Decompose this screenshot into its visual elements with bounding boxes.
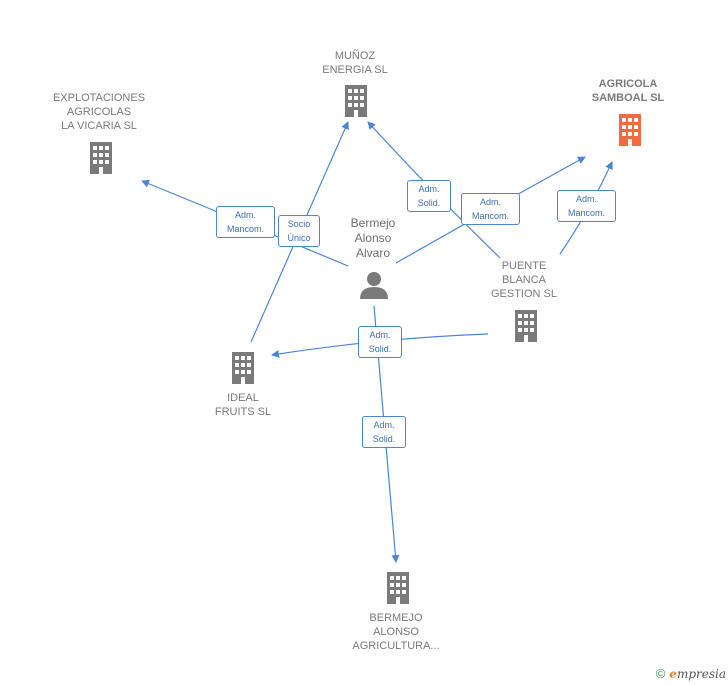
edge-badge-e4[interactable]: Adm. Mancom.	[461, 193, 520, 225]
edge-badge-e1[interactable]: Adm. Mancom.	[216, 206, 275, 238]
node-label-munoz[interactable]: MUÑOZ ENERGIA SL	[322, 50, 388, 76]
edge-badge-e7[interactable]: Adm. Solid.	[362, 416, 406, 448]
bermejo-agri-building-icon	[387, 572, 409, 604]
node-label-puente[interactable]: PUENTE BLANCA GESTION SL	[490, 260, 558, 300]
node-label-person[interactable]: Bermejo Alonso Alvaro	[350, 216, 396, 260]
footer-brand: © empresia	[656, 666, 726, 681]
edge-badge-e5[interactable]: Adm. Mancom.	[557, 190, 616, 222]
node-label-agricola[interactable]: AGRICOLA SAMBOAL SL	[591, 78, 665, 104]
nodes	[90, 85, 641, 604]
empresia-logo[interactable]: empresia	[669, 667, 726, 681]
copyright-icon: ©	[655, 666, 666, 681]
edge-badge-e2[interactable]: Socio Único	[278, 215, 320, 247]
ideal-building-icon	[232, 352, 254, 384]
edge-badge-e3[interactable]: Adm. Solid.	[407, 180, 451, 212]
node-label-explotaciones[interactable]: EXPLOTACIONES AGRICOLAS LA VICARIA SL	[52, 92, 146, 132]
person-icon	[360, 272, 388, 299]
explotaciones-building-icon	[90, 142, 112, 174]
node-label-ideal[interactable]: IDEAL FRUITS SL	[214, 392, 272, 418]
edge-badge-e6[interactable]: Adm. Solid.	[358, 326, 402, 358]
puente-building-icon	[515, 310, 537, 342]
brand-rest: mpresia	[676, 666, 726, 681]
agricola-building-icon	[619, 114, 641, 146]
munoz-building-icon	[345, 85, 367, 117]
brand-first-letter: e	[669, 666, 677, 681]
node-label-bermejo-agri[interactable]: BERMEJO ALONSO AGRICULTURA...	[352, 612, 440, 652]
